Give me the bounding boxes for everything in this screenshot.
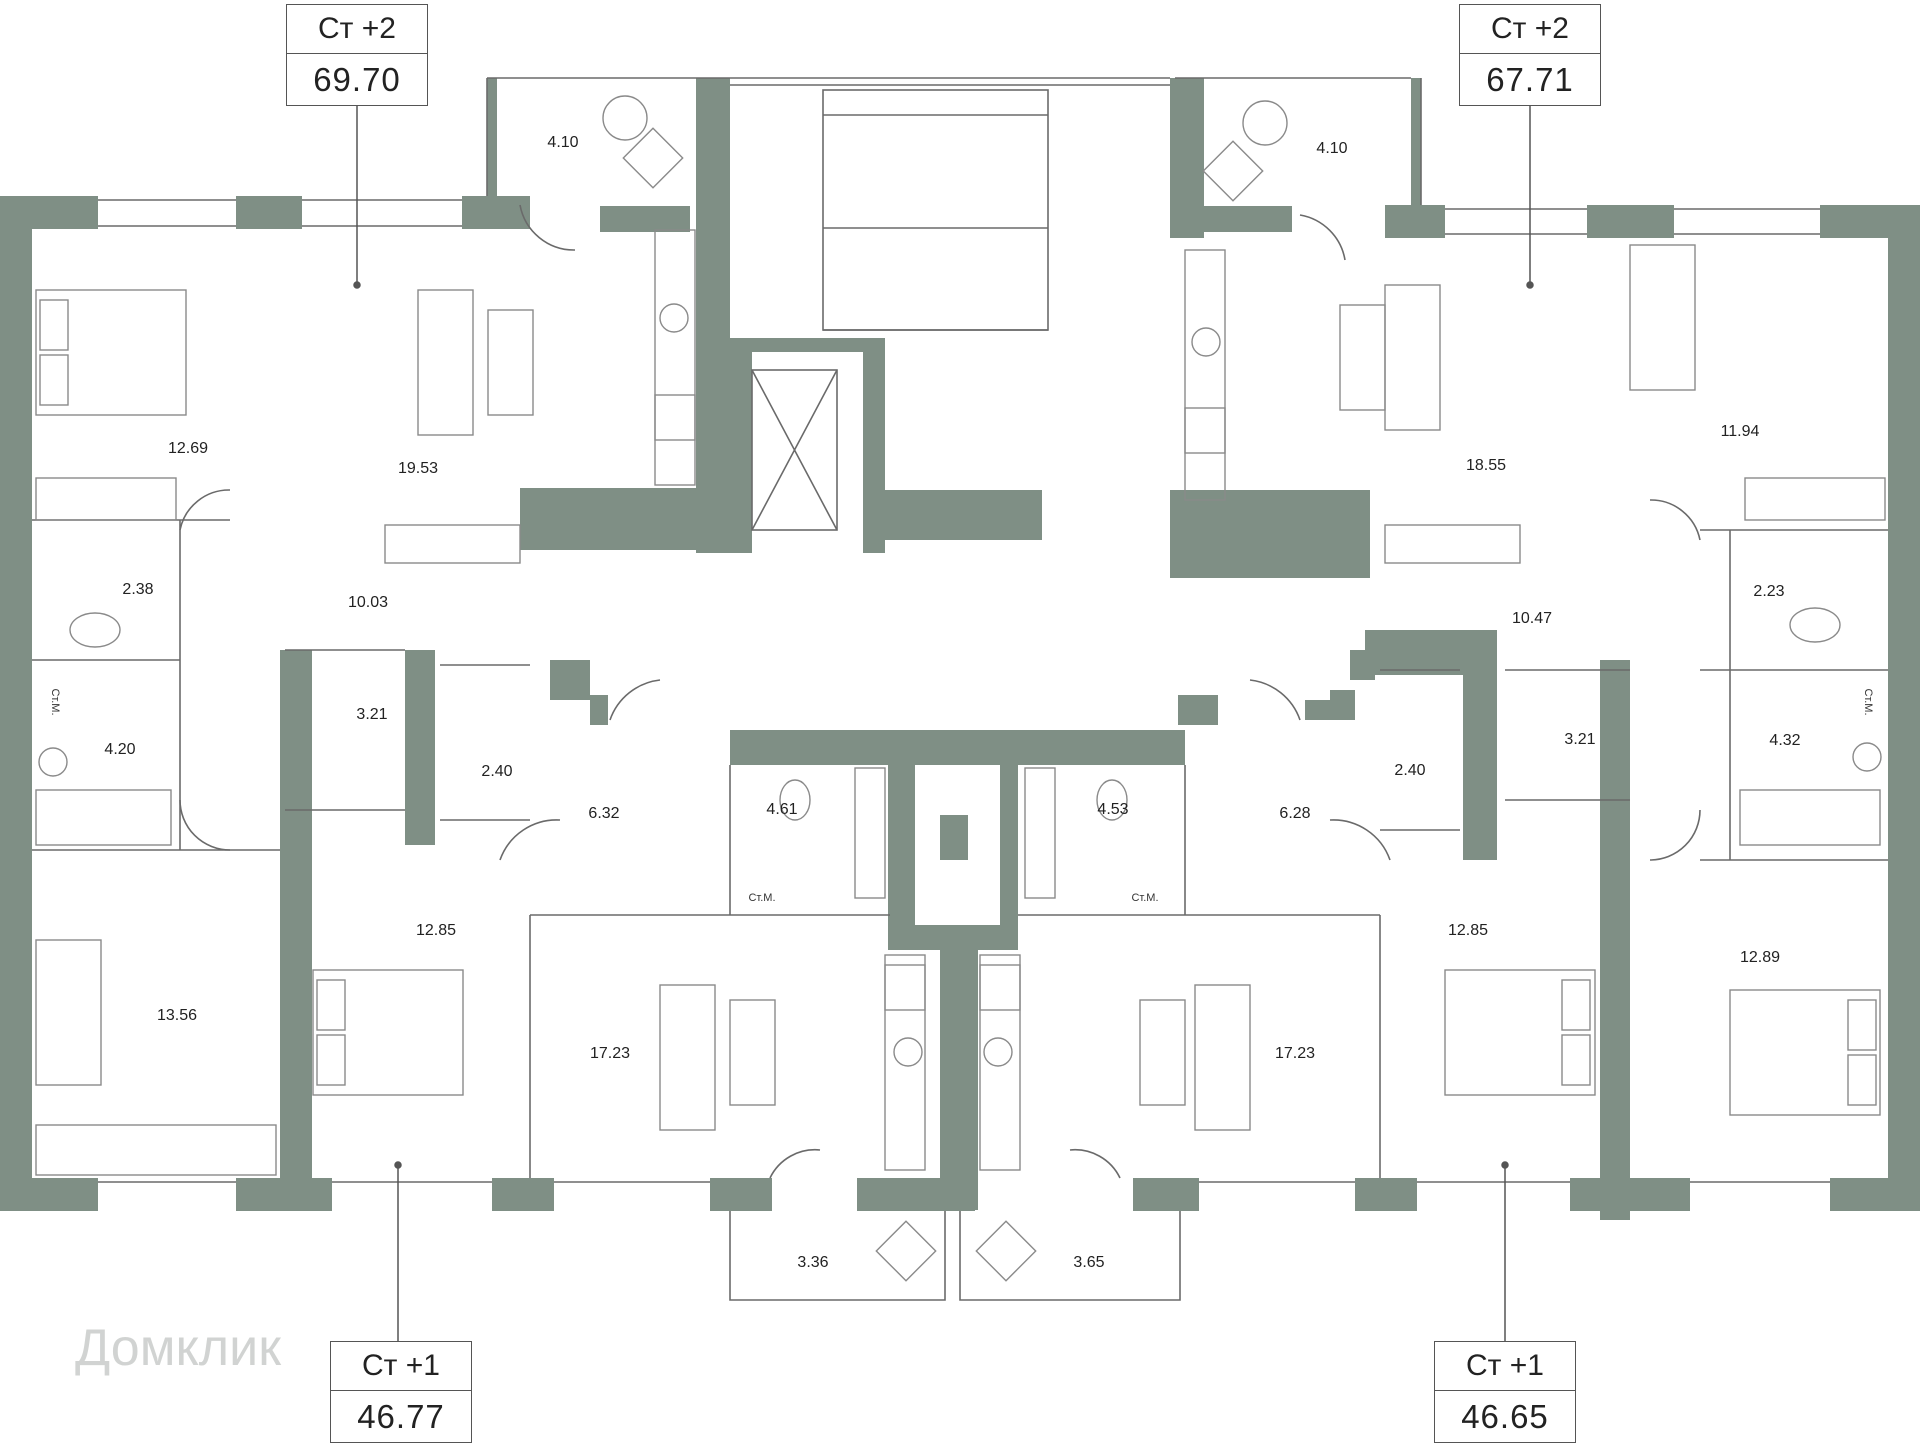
apartment-callout: Ст +2 69.70 — [286, 4, 428, 106]
stove-icon — [654, 394, 1226, 1011]
bed-icon — [35, 289, 187, 416]
room-area: 2.40 — [481, 763, 512, 780]
apartment-callout: Ст +1 46.77 — [330, 1341, 472, 1443]
room-area: 10.47 — [1512, 610, 1552, 627]
room-area: 11.94 — [1721, 423, 1760, 440]
room-area: 3.65 — [1073, 1254, 1104, 1271]
room-area: 10.03 — [348, 594, 388, 611]
room-area: 13.56 — [157, 1007, 197, 1024]
room-area: 12.85 — [416, 922, 456, 939]
apartment-type: Ст +1 — [331, 1342, 471, 1391]
bed-icon — [312, 969, 464, 1096]
washer-label: Ст.М. — [1862, 688, 1874, 715]
room-area: 2.38 — [122, 581, 153, 598]
apartment-area: 69.70 — [313, 61, 401, 98]
apartment-type: Ст +1 — [1435, 1342, 1575, 1391]
apartment-callout: Ст +2 67.71 — [1459, 4, 1601, 106]
room-labels: 4.10 12.69 19.53 10.03 2.38 4.20 3.21 2.… — [49, 134, 1874, 1271]
apartment-area: 46.65 — [1461, 1398, 1549, 1435]
room-area: 12.69 — [168, 440, 208, 457]
bed-icon — [1729, 989, 1881, 1116]
room-area: 4.10 — [1316, 140, 1347, 157]
apartment-type: Ст +2 — [287, 5, 427, 54]
washer-label: Ст.М. — [1131, 892, 1158, 904]
room-area: 4.10 — [547, 134, 578, 151]
callout-leaders — [353, 106, 1534, 1341]
room-area: 4.20 — [104, 741, 135, 758]
room-area: 4.32 — [1769, 732, 1800, 749]
room-area: 4.53 — [1097, 801, 1128, 818]
washer-label: Ст.М. — [49, 688, 61, 715]
room-area: 6.32 — [588, 805, 619, 822]
bed-icon — [35, 244, 1696, 1086]
walls — [0, 78, 1920, 1220]
apartment-area: 46.77 — [357, 1398, 445, 1435]
armchair-icon — [622, 127, 1264, 1282]
room-area: 18.55 — [1466, 457, 1506, 474]
room-area: 6.28 — [1279, 805, 1310, 822]
toilet-icon — [69, 607, 1841, 821]
room-area: 2.23 — [1753, 583, 1784, 600]
apartment-callout: Ст +1 46.65 — [1434, 1341, 1576, 1443]
room-area: 12.89 — [1740, 949, 1780, 966]
furniture — [35, 95, 1886, 1282]
sofa-icon — [417, 284, 1441, 1131]
room-area: 4.61 — [766, 801, 797, 818]
room-area: 3.21 — [1564, 731, 1595, 748]
room-area: 17.23 — [590, 1045, 630, 1062]
room-area: 3.21 — [356, 706, 387, 723]
sink-icon — [38, 303, 1882, 1067]
apartment-area: 67.71 — [1486, 61, 1574, 98]
table-icon — [487, 304, 1386, 1106]
watermark: Домклик — [75, 1319, 281, 1377]
room-area: 3.36 — [797, 1254, 828, 1271]
room-area: 17.23 — [1275, 1045, 1315, 1062]
room-area: 19.53 — [398, 460, 438, 477]
thin-lines — [32, 77, 1888, 1301]
washer-label: Ст.М. — [748, 892, 775, 904]
room-area: 12.85 — [1448, 922, 1488, 939]
apartment-type: Ст +2 — [1460, 5, 1600, 54]
bathtub-icon — [35, 767, 1881, 899]
bed-icon — [1444, 969, 1596, 1096]
room-area: 2.40 — [1394, 762, 1425, 779]
